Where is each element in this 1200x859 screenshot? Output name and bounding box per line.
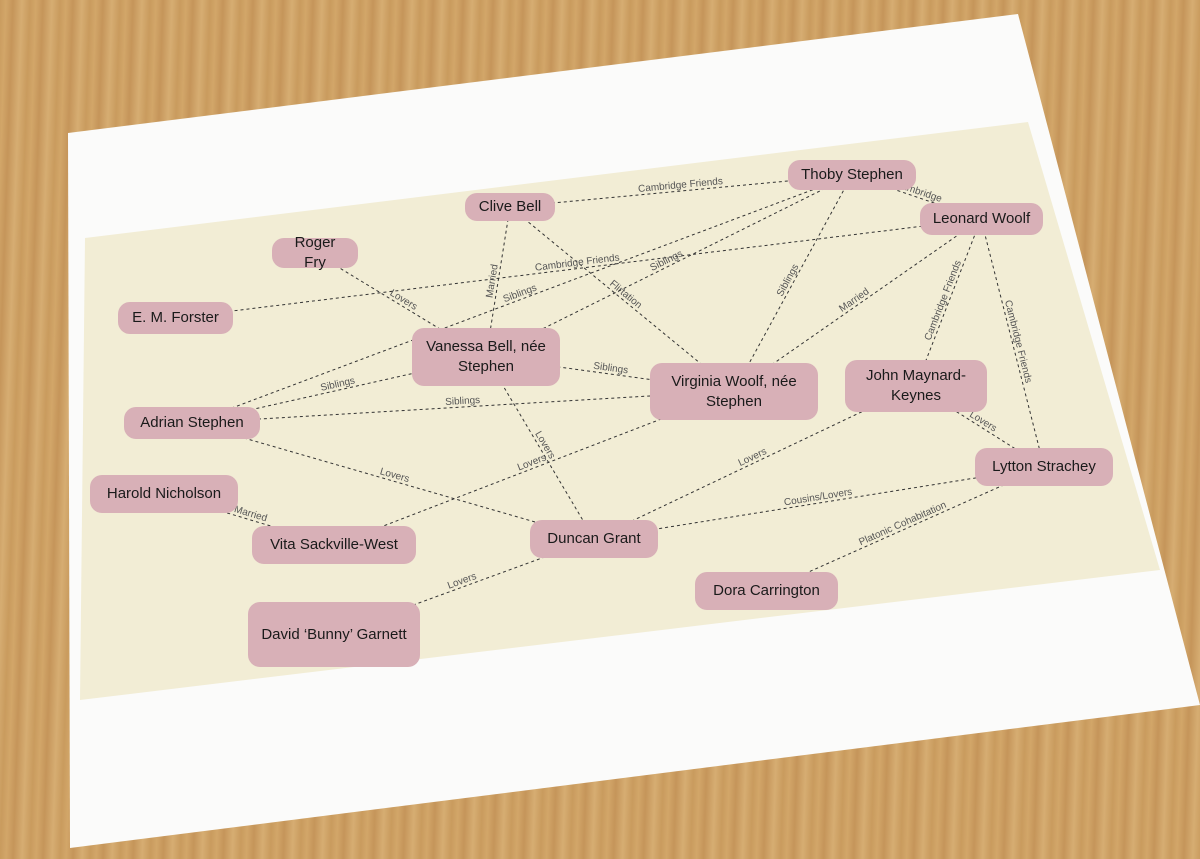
node-harold-nicholson: Harold Nicholson bbox=[90, 475, 238, 513]
edge-duncan-lytton bbox=[593, 466, 1045, 540]
node-leonard-woolf: Leonard Woolf bbox=[920, 203, 1043, 235]
edge-thoby-leonard bbox=[851, 174, 982, 220]
node-vita-sackville-west: Vita Sackville-West bbox=[252, 526, 416, 564]
node-duncan-grant: Duncan Grant bbox=[530, 520, 658, 558]
node-john-maynard-keynes: John Maynard-Keynes bbox=[845, 360, 987, 412]
edge-clive-virginia bbox=[509, 206, 735, 392]
edge-leonard-virginia bbox=[733, 218, 982, 392]
node-thoby-stephen: Thoby Stephen bbox=[788, 160, 916, 190]
node-vanessa-bell: Vanessa Bell, née Stephen bbox=[412, 328, 560, 386]
node-lytton-strachey: Lytton Strachey bbox=[975, 448, 1113, 486]
edge-vanessa-duncan bbox=[485, 356, 595, 540]
node-virginia-woolf: Virginia Woolf, née Stephen bbox=[650, 363, 818, 420]
node-bunny-garnett: David ‘Bunny’ Garnett bbox=[248, 602, 420, 667]
edge-adrian-virginia bbox=[191, 390, 735, 424]
edge-leonard-lytton bbox=[980, 218, 1045, 468]
edge-adrian-duncan bbox=[191, 422, 595, 540]
node-clive-bell: Clive Bell bbox=[465, 193, 555, 221]
edge-label-vanessa-virginia: Siblings bbox=[593, 361, 629, 377]
node-roger-fry: Roger Fry bbox=[272, 234, 358, 271]
edge-label-clive-vanessa: Married bbox=[484, 264, 500, 299]
edge-thoby-virginia bbox=[733, 174, 853, 392]
edge-thoby-vanessa bbox=[485, 174, 853, 358]
node-em-forster: E. M. Forster bbox=[118, 302, 233, 334]
edge-dora-lytton bbox=[765, 466, 1045, 592]
node-adrian-stephen: Adrian Stephen bbox=[124, 407, 260, 439]
edge-label-adrian-virginia: Siblings bbox=[445, 395, 481, 408]
node-dora-carrington: Dora Carrington bbox=[695, 572, 838, 610]
